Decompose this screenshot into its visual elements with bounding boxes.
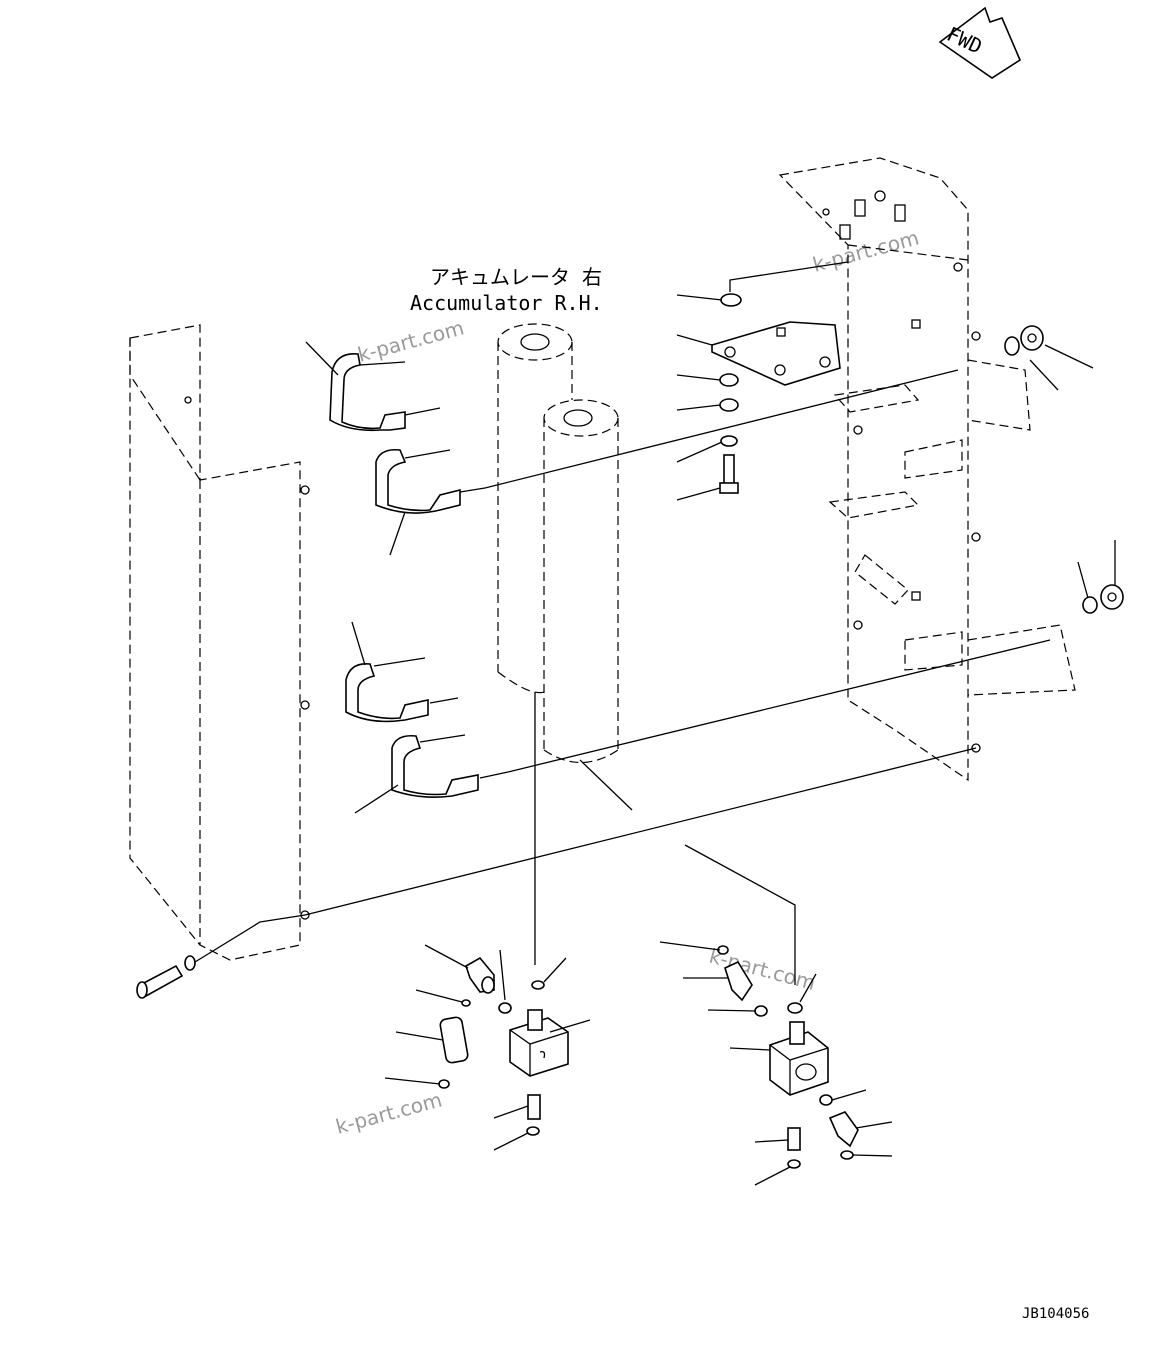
mounting-frame	[778, 157, 1076, 782]
bracket-plate	[711, 321, 841, 386]
nipple-right	[787, 1127, 801, 1151]
oring-right-1	[754, 1005, 768, 1017]
valve-block-left	[509, 1009, 569, 1077]
elbow-fitting-right-lower	[828, 1111, 859, 1148]
oring-right-4	[840, 1150, 854, 1160]
washer-4	[720, 435, 738, 447]
nipple-left	[527, 1094, 541, 1120]
watermark-2: k-part.com	[810, 225, 921, 276]
fwd-arrow-icon: FWD	[938, 6, 1022, 79]
oring-right-5	[787, 1159, 801, 1169]
drawing-code: JB104056	[1022, 1306, 1089, 1322]
cover-panel	[129, 324, 310, 961]
oring-right-3	[819, 1094, 833, 1106]
title-japanese: アキュムレータ 右	[430, 265, 602, 289]
clamp-band-3	[345, 657, 459, 723]
nut-lower-right	[1082, 584, 1124, 614]
leader-lines	[305, 294, 1116, 1186]
accumulator-rear	[497, 323, 573, 694]
accumulator-front	[543, 399, 619, 764]
nut-top-right	[1004, 325, 1044, 356]
washer-1	[720, 293, 742, 307]
watermark-1: k-part.com	[355, 315, 466, 366]
valve-block-right	[769, 1021, 829, 1096]
connector-left	[439, 1016, 469, 1064]
washer-3	[719, 398, 739, 412]
title-english: Accumulator R.H.	[410, 291, 603, 315]
assembly-lines	[194, 261, 1059, 985]
clamp-band-2	[375, 448, 486, 514]
oring-left-5	[526, 1126, 540, 1136]
oring-left-2	[531, 980, 545, 990]
elbow-fitting-left	[465, 956, 495, 994]
oring-left-1	[498, 1002, 512, 1014]
bolt-top	[719, 454, 739, 494]
clamp-band-4	[391, 734, 509, 798]
oring-left-3	[461, 999, 471, 1007]
watermark-4: k-part.com	[333, 1087, 444, 1138]
bolt-lower-left	[136, 955, 196, 999]
washer-2	[719, 373, 739, 387]
oring-left-4	[438, 1079, 450, 1089]
oring-right-2	[787, 1002, 803, 1014]
clamp-band-1	[329, 353, 441, 432]
elbow-fitting-right-top	[724, 960, 753, 1002]
